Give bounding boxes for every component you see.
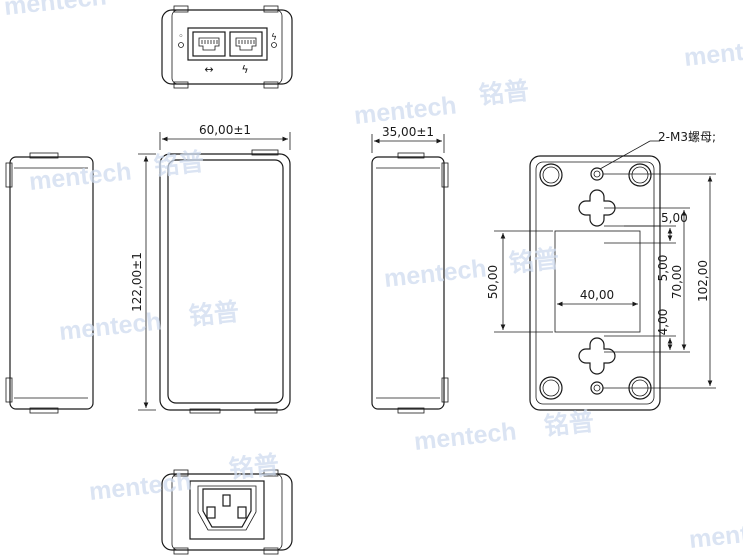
- m3-nut-top: [590, 167, 604, 181]
- svg-text:铭普: 铭普: [478, 76, 531, 110]
- rj45-port-data: [192, 31, 226, 57]
- m3-nut-bottom: [590, 381, 604, 395]
- top-view: ◦ ϟ ↔ ϟ: [161, 5, 293, 89]
- svg-text:mentech: mentech: [28, 157, 133, 196]
- right-side-view: 35,00±1: [371, 125, 449, 414]
- svg-text:铭普: 铭普: [508, 244, 561, 278]
- dim-102-label: 102,00: [696, 260, 710, 302]
- dim-70-label: 70,00: [670, 265, 684, 299]
- svg-text:铭普: 铭普: [153, 147, 206, 181]
- front-width-label: 60,00±1: [199, 123, 251, 137]
- svg-text:mentech: mentech: [683, 33, 743, 72]
- svg-text:mentech: mentech: [353, 91, 458, 130]
- rj45-port-poe: [229, 31, 263, 57]
- led-left: [178, 42, 184, 48]
- svg-text:ϟ: ϟ: [271, 33, 277, 43]
- svg-text:铭普: 铭普: [228, 450, 281, 484]
- svg-text:铭普: 铭普: [188, 297, 241, 331]
- bottom-view: [161, 469, 293, 555]
- dim-4-label: 4,00: [656, 309, 670, 336]
- dim-50-label: 50,00: [486, 265, 500, 299]
- svg-text:mentech: mentech: [383, 254, 488, 293]
- front-view: 60,00±1 122,00±1: [130, 123, 291, 414]
- svg-text:mentech: mentech: [3, 0, 108, 21]
- svg-text:mentech: mentech: [58, 307, 163, 346]
- keyhole-slot-bottom: [578, 337, 616, 375]
- iec-c14-inlet: [202, 488, 252, 528]
- front-height-label: 122,00±1: [130, 252, 144, 312]
- svg-text:◦: ◦: [178, 32, 183, 42]
- dim-5-vert-label: 5,00: [656, 255, 670, 282]
- left-side-view: [5, 152, 94, 414]
- power-icon: ϟ: [241, 63, 248, 76]
- watermark-layer: mentech mentech 铭普 mentech 铭普 mentech 铭普…: [3, 0, 743, 554]
- svg-text:mentech: mentech: [688, 515, 743, 554]
- svg-text:mentech: mentech: [88, 467, 193, 506]
- keyhole-slot-top: [578, 189, 616, 227]
- rear-view: 2-M3螺母; 40,00 50,00 5,00 5,00 4,00 70,00…: [486, 130, 716, 411]
- dim-5-top-label: 5,00: [661, 211, 688, 225]
- m3-nut-note: 2-M3螺母;: [658, 130, 716, 144]
- svg-text:铭普: 铭普: [543, 407, 596, 441]
- data-arrow-icon: ↔: [204, 63, 213, 76]
- dim-40-label: 40,00: [580, 288, 614, 302]
- side-width-label: 35,00±1: [382, 125, 434, 139]
- svg-text:mentech: mentech: [413, 417, 518, 456]
- label-area: [554, 230, 641, 333]
- led-right: [271, 42, 277, 48]
